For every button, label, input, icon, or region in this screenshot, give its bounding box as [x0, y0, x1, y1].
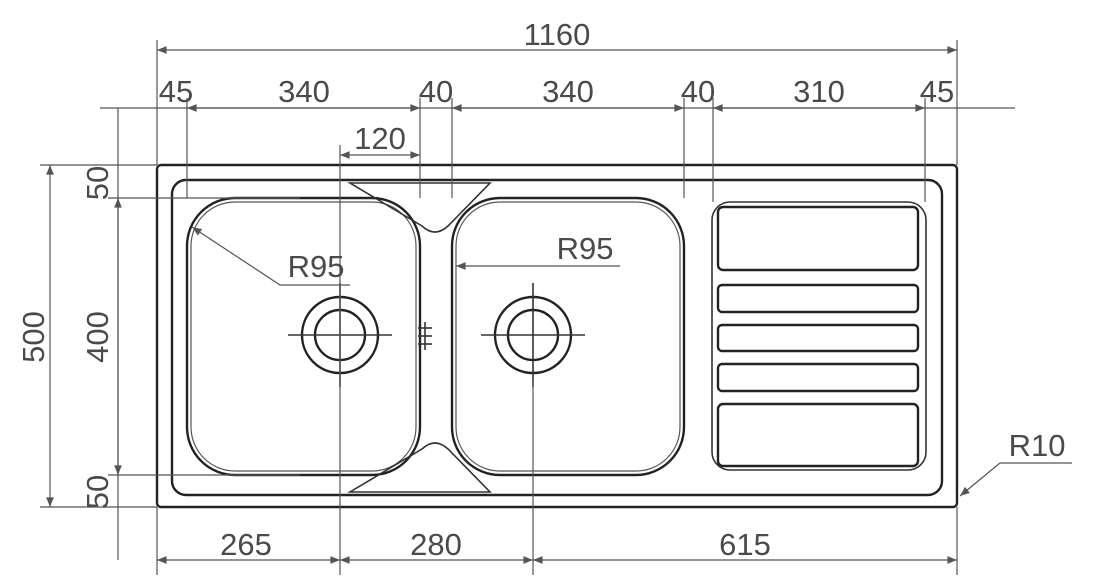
drainboard	[711, 201, 927, 471]
top-dim-4: 340	[542, 74, 594, 109]
drain-offset-label: 120	[354, 121, 406, 156]
bottom-dim-1: 265	[220, 527, 272, 562]
corner-radius-label: R10	[1009, 428, 1066, 463]
bottom-dim-2: 280	[410, 527, 462, 562]
right-bowl	[450, 196, 686, 477]
extension-lines	[40, 40, 958, 575]
overall-depth-label: 500	[16, 311, 51, 363]
left-dim-bottom: 50	[80, 475, 115, 509]
top-dim-5: 40	[681, 74, 715, 109]
left-bowl	[185, 196, 422, 477]
top-dim-6: 310	[793, 74, 845, 109]
radius-right-label: R95	[557, 231, 614, 266]
radius-left-label: R95	[288, 249, 345, 284]
left-dim-middle: 400	[80, 311, 115, 363]
bottom-dim-3: 615	[719, 527, 771, 562]
top-dim-1: 45	[159, 74, 193, 109]
overall-width-label: 1160	[524, 17, 591, 52]
top-dim-2: 340	[278, 74, 330, 109]
bowl-bridge-drainers	[347, 182, 492, 493]
overflow-mark	[418, 322, 432, 350]
top-dim-3: 40	[419, 74, 453, 109]
right-drain	[481, 283, 585, 387]
top-dim-7: 45	[920, 74, 954, 109]
left-dim-top: 50	[80, 166, 115, 200]
sink-outline	[155, 163, 959, 509]
dimension-lines	[46, 46, 1072, 564]
